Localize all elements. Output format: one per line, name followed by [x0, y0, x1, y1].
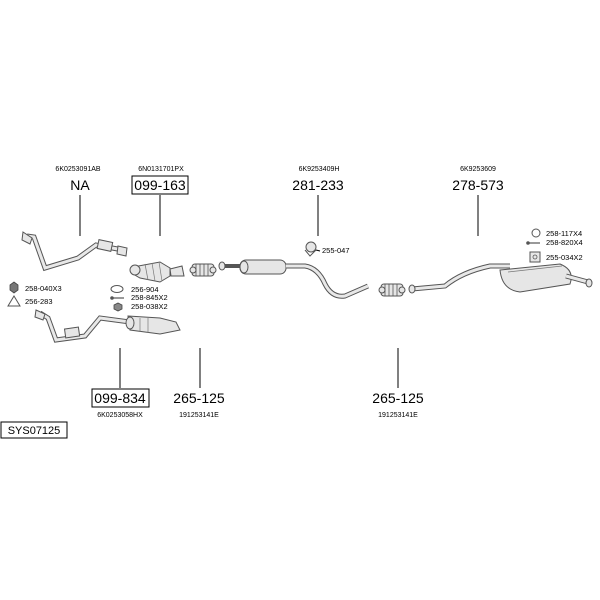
rubber-mount-icon [529, 251, 541, 263]
small-part-255-047: 255-047 [322, 246, 350, 255]
part-number-265-125-b: 265-125 [372, 390, 424, 406]
part-oem-278-573: 6K9253609 [460, 166, 496, 173]
part-number-278-573: 278-573 [452, 177, 504, 193]
middle-silencer [218, 259, 369, 299]
part-number-box-099-163 [131, 175, 189, 195]
flex-joint-front [189, 263, 217, 277]
small-part-258-845x2: 258-845X2 [131, 293, 168, 302]
small-part-256-283: 256-283 [25, 297, 53, 306]
part-oem-099-163: 6N0131701PX [138, 166, 184, 173]
clamp-ring-icon [531, 228, 541, 238]
small-part-258-038x2: 258-038X2 [131, 302, 168, 311]
stud-icon [110, 296, 124, 300]
front-pipe-lower [34, 309, 181, 343]
small-part-255-034x2: 255-034X2 [546, 253, 583, 262]
part-oem-265-125-a: 191253141E [179, 412, 219, 419]
system-code-box [0, 421, 68, 439]
catalytic-converter-upper [129, 261, 185, 283]
part-number-099-834[interactable]: 099-834 [94, 390, 146, 406]
rear-silencer [408, 263, 593, 294]
nut-icon [9, 281, 19, 294]
small-part-256-904: 256-904 [131, 285, 159, 294]
part-oem-099-834: 6K0253058HX [97, 412, 143, 419]
system-code: SYS07125 [8, 425, 61, 437]
part-number-281-233: 281-233 [292, 177, 344, 193]
gasket-ring-icon [110, 285, 124, 293]
leader-255-047 [315, 249, 321, 252]
gasket-icon [7, 295, 21, 307]
small-part-258-820x4: 258-820X4 [546, 238, 583, 247]
part-number-265-125-a: 265-125 [173, 390, 225, 406]
bolt-icon [526, 241, 540, 245]
part-number-099-163[interactable]: 099-163 [134, 177, 186, 193]
part-number-box-099-834 [91, 388, 150, 408]
part-oem-281-233: 6K9253409H [299, 166, 340, 173]
rubber-hanger-icon [304, 241, 317, 257]
small-part-258-040x3: 258-040X3 [25, 284, 62, 293]
small-part-258-117x4: 258-117X4 [546, 229, 582, 238]
part-oem-na: 6K0253091AB [55, 166, 100, 173]
front-pipe-upper [21, 231, 128, 272]
nut-small-icon [113, 302, 123, 312]
part-number-na: NA [70, 177, 90, 193]
part-oem-265-125-b: 191253141E [378, 412, 418, 419]
flex-joint-rear [378, 283, 406, 297]
